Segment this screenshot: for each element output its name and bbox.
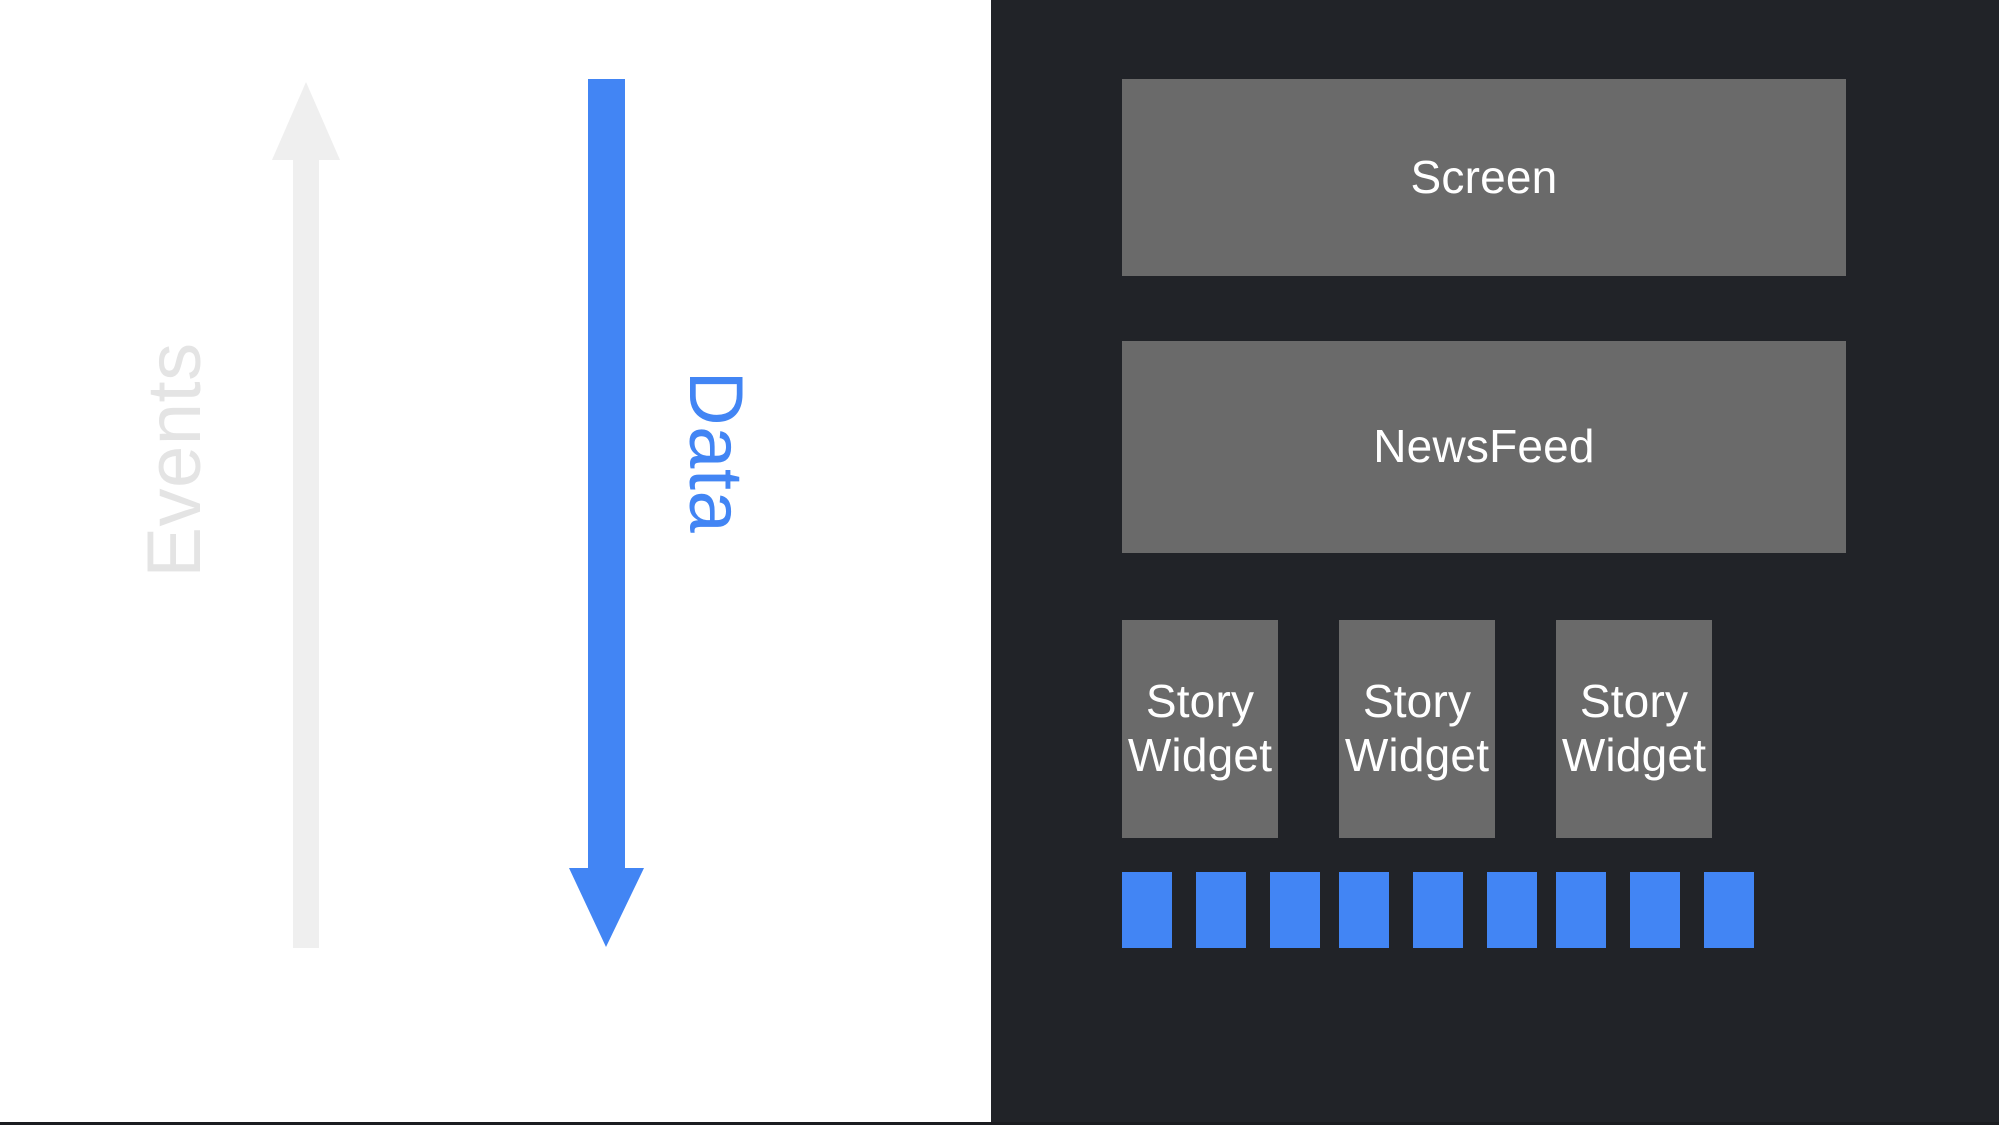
flow-legend-panel: Events Data: [0, 0, 991, 1125]
leaf-block[interactable]: [1487, 872, 1537, 948]
leaf-block[interactable]: [1413, 872, 1463, 948]
node-story-widget-1-line1: Story: [1145, 675, 1255, 728]
node-story-widget-3-line2: Widget: [1561, 729, 1707, 781]
leaf-block[interactable]: [1556, 872, 1606, 948]
node-story-widget-3-line1: Story: [1579, 675, 1689, 728]
leaf-block[interactable]: [1196, 872, 1246, 948]
node-screen[interactable]: Screen: [1122, 79, 1846, 276]
node-story-widget-2[interactable]: Story Widget: [1339, 620, 1495, 838]
node-story-widget-3-label: Story Widget: [1562, 675, 1706, 783]
node-story-widget-2-label: Story Widget: [1345, 675, 1489, 783]
leaf-block[interactable]: [1339, 872, 1389, 948]
leaf-block-group-3: [1556, 872, 1754, 948]
leaf-block-group-1: [1122, 872, 1320, 948]
events-flow-label-text: Events: [132, 342, 217, 578]
node-story-widget-1[interactable]: Story Widget: [1122, 620, 1278, 838]
node-newsfeed-label: NewsFeed: [1373, 420, 1595, 473]
arrow-up-icon: [272, 82, 340, 948]
node-screen-label: Screen: [1410, 150, 1558, 203]
node-story-widget-3[interactable]: Story Widget: [1556, 620, 1712, 838]
leaf-block[interactable]: [1122, 872, 1172, 948]
node-story-widget-1-label: Story Widget: [1128, 675, 1272, 783]
node-story-widget-1-line2: Widget: [1127, 729, 1273, 781]
leaf-block[interactable]: [1704, 872, 1754, 948]
widget-tree-panel: Screen NewsFeed Story Widget Story Widge…: [991, 0, 1999, 1125]
node-newsfeed[interactable]: NewsFeed: [1122, 341, 1846, 553]
node-story-widget-2-line2: Widget: [1344, 729, 1490, 781]
leaf-block-group-2: [1339, 872, 1537, 948]
data-flow-label-text: Data: [673, 370, 758, 534]
arrow-down-icon: [569, 79, 644, 947]
leaf-block[interactable]: [1270, 872, 1320, 948]
node-story-widget-2-line1: Story: [1362, 675, 1472, 728]
leaf-block[interactable]: [1630, 872, 1680, 948]
bottom-edge-rule: [0, 1122, 1999, 1125]
